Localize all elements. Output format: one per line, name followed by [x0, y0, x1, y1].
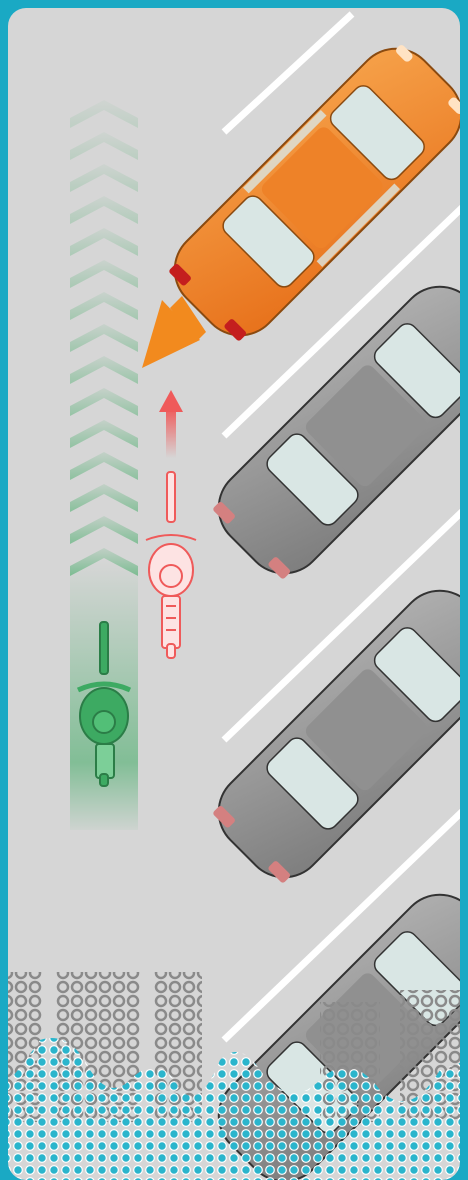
bike-lane-door-zone-illustration — [0, 0, 468, 1180]
